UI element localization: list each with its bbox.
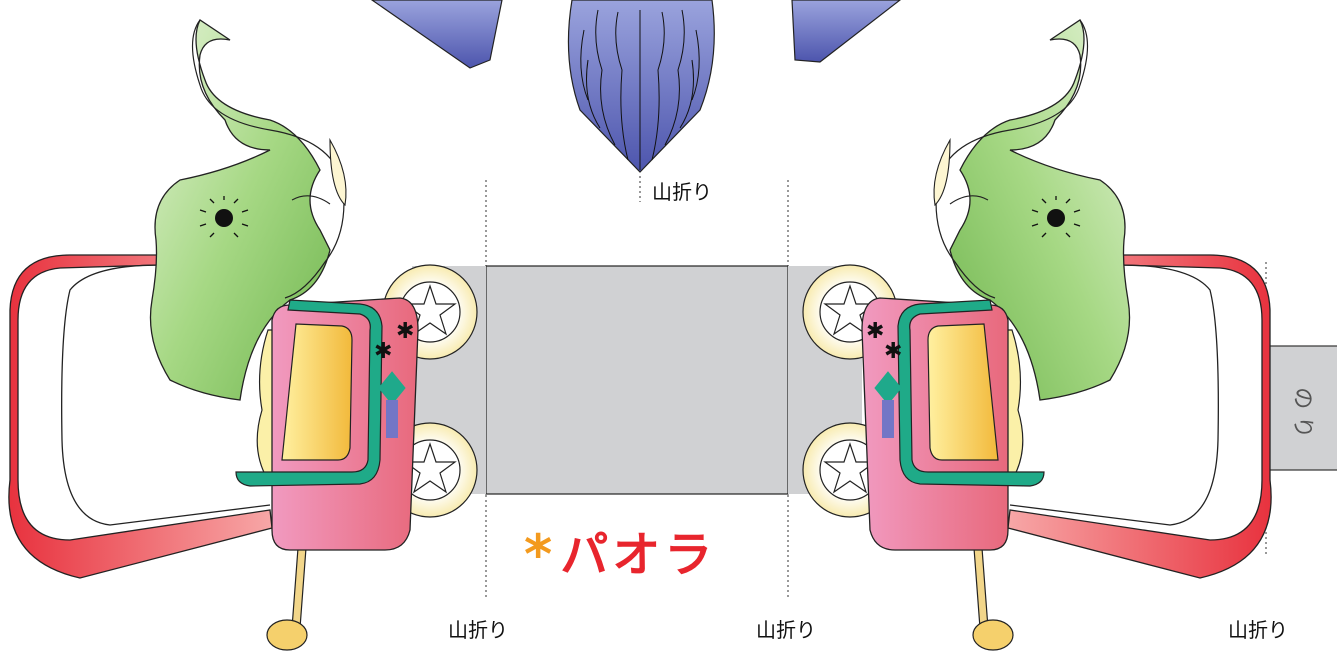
left-elephant: ✱ ✱	[8, 19, 478, 651]
svg-text:✱: ✱	[884, 339, 902, 364]
svg-text:✱: ✱	[396, 319, 414, 344]
svg-text:✱: ✱	[374, 339, 392, 364]
left-saddle-decor: ✱ ✱	[374, 319, 414, 438]
right-saddle-decor: ✱ ✱	[866, 319, 902, 364]
brand-star-mark: *	[524, 523, 553, 586]
fold-label-bottom-center: 山折り	[756, 618, 816, 642]
brand-name: パオラ	[560, 527, 717, 583]
svg-text:✱: ✱	[866, 319, 884, 344]
left-elephant-eye	[199, 196, 249, 238]
brand-logo: * パオラ	[524, 528, 716, 582]
top-crest	[370, 0, 901, 173]
fold-label-bottom-right: 山折り	[1228, 618, 1288, 642]
fold-label-bottom-left: 山折り	[448, 618, 508, 642]
glue-tab-char-2: り	[1289, 416, 1315, 439]
center-panel	[412, 265, 862, 495]
fold-label-top: 山折り	[652, 180, 712, 204]
glue-tab-label: の り	[1281, 368, 1321, 458]
glue-tab-char-1: の	[1289, 387, 1315, 410]
right-elephant	[802, 19, 1272, 651]
